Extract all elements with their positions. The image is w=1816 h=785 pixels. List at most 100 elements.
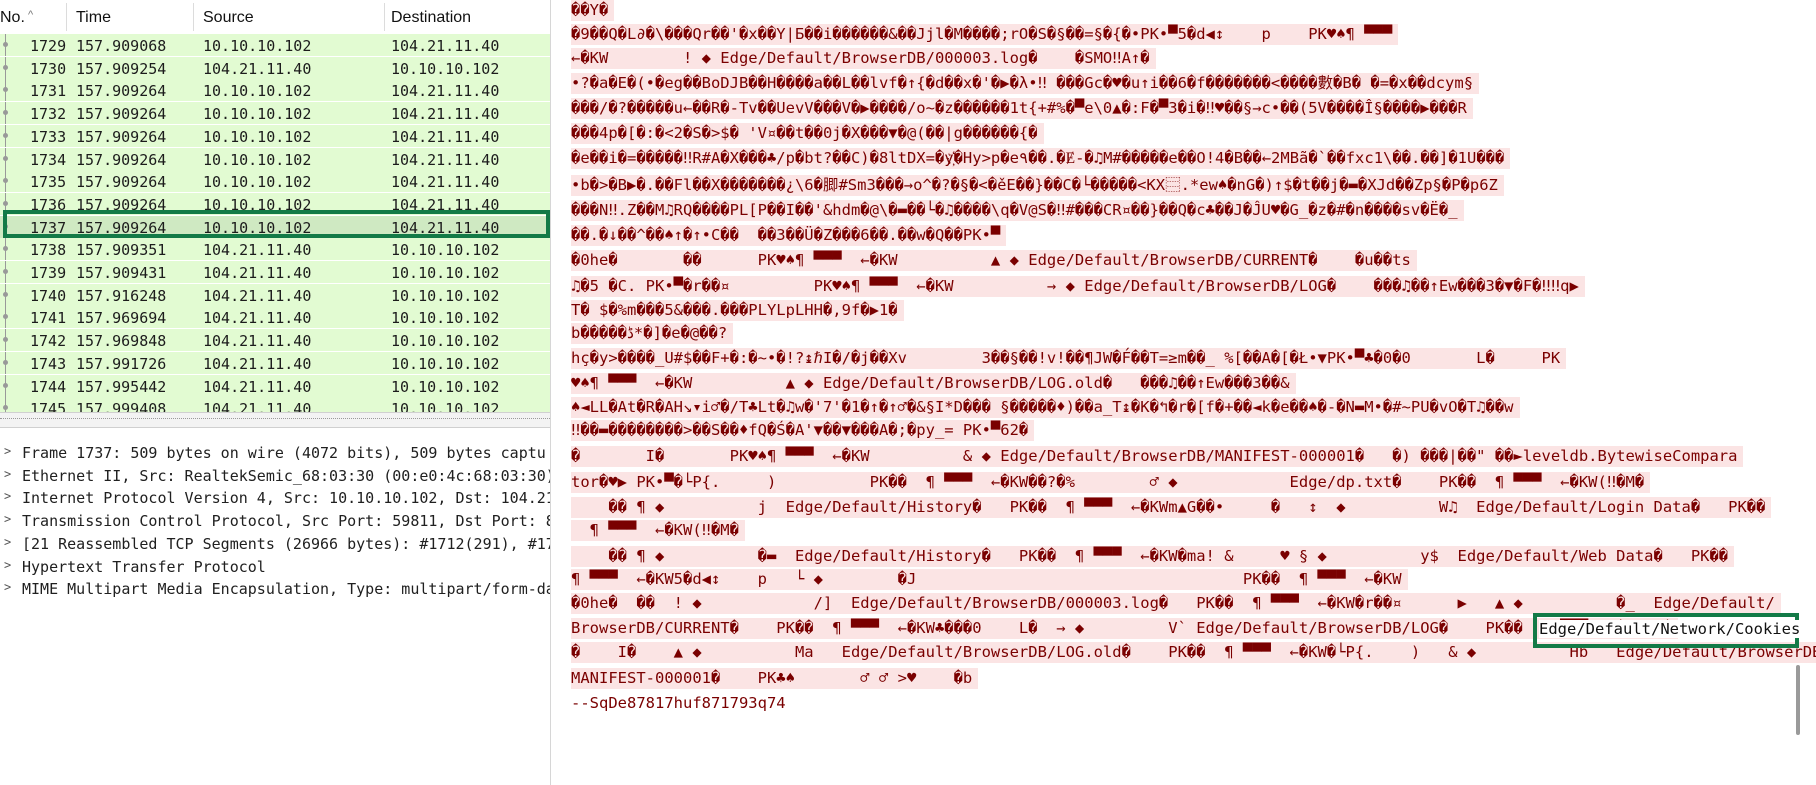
packet-details-tree[interactable]: >Frame 1737: 509 bytes on wire (4072 bit… (0, 438, 550, 783)
packet-cell-src: 10.10.10.102 (203, 82, 312, 101)
packet-cell-time: 157.909431 (76, 264, 167, 282)
packet-cell-src: 104.21.11.40 (203, 332, 312, 351)
packet-cell-time: 157.969694 (76, 309, 167, 328)
expand-arrow-icon[interactable]: > (4, 444, 12, 458)
packet-cell-src: 104.21.11.40 (203, 400, 312, 412)
packet-cell-dst: 104.21.11.40 (391, 37, 500, 55)
packet-cell-dst: 104.21.11.40 (391, 218, 500, 237)
bytes-line: •b�>�B▶�.��Fl��X�������¿\6�䐚#Sm3���→o^�?… (571, 175, 1504, 196)
packet-cell-time: 157.909264 (76, 218, 167, 237)
expand-arrow-icon[interactable]: > (4, 489, 12, 504)
packet-cell-time: 157.909264 (76, 105, 167, 124)
packet-cell-src: 10.10.10.102 (203, 37, 312, 55)
packet-cell-src: 10.10.10.102 (203, 150, 312, 169)
bytes-scrollbar-thumb[interactable] (1796, 665, 1800, 735)
column-header-time[interactable]: Time (76, 9, 111, 26)
packet-cell-no: 1734 (30, 150, 67, 169)
detail-row-label: Ethernet II, Src: RealtekSemic_68:03:30 … (22, 466, 550, 485)
bytes-line: ♥♠¶ ▀▀▀ ←�KW ▲ ◆ Edge/Default/BrowserDB/… (571, 373, 1296, 394)
packet-tree-line (2, 147, 10, 170)
packet-cell-no: 1736 (30, 195, 67, 214)
bytes-line: ���/�?�����u←��R�-Tv��UevV���V�▶����/o~�… (571, 98, 1473, 119)
bytes-line: BrowserDB/CURRENT� PK�� ¶ ▀▀▀ ←�KW♣���0 … (571, 618, 1679, 639)
packet-cell-src: 10.10.10.102 (203, 218, 312, 237)
packet-tree-line (2, 124, 10, 147)
detail-row-label: Internet Protocol Version 4, Src: 10.10.… (22, 489, 550, 508)
packet-cell-dst: 10.10.10.102 (391, 309, 500, 328)
expand-arrow-icon[interactable]: > (4, 580, 12, 595)
bytes-line: MANIFEST-000001� PK♣♠ ♂ ♂ >♥ �b (571, 668, 979, 689)
detail-row[interactable]: > Internet Protocol Version 4, Src: 10.10… (0, 487, 550, 509)
packet-cell-time: 157.909351 (76, 241, 167, 260)
detail-row[interactable]: >Transmission Control Protocol, Src Port… (0, 510, 550, 532)
packet-row[interactable]: 1741 157.969694 104.21.11.40 10.10.10.102 (0, 306, 550, 329)
expand-arrow-icon[interactable]: > (4, 534, 12, 549)
detail-row[interactable]: >Frame 1737: 509 bytes on wire (4072 bit… (0, 442, 550, 464)
bytes-line: ��.�↓��^��♠↑�↑•C�� ��3��Ü�Z���6��.��w�Q�… (571, 225, 1007, 246)
packet-tree-line (2, 283, 10, 306)
selected-packet-highlight (3, 210, 550, 238)
expand-arrow-icon[interactable]: > (4, 557, 12, 572)
bytes-line: T� $�%m���5&���.���PLYLpLHH�,9f�▶1� (571, 300, 904, 321)
packet-cell-dst: 104.21.11.40 (391, 105, 500, 124)
packet-bytes-pane[interactable]: ��Y��9��Q�L∂�\���Qr��'�x��Y|Б��i������&�… (551, 0, 1816, 785)
bytes-line: tor�♥▶ PK•▀�└P{. ) PK�� ¶ ▀▀▀ ←�KW��?�% … (571, 472, 1651, 493)
column-header-destination[interactable]: Destination (391, 9, 472, 26)
expand-arrow-icon[interactable]: > (4, 512, 12, 527)
column-divider (193, 3, 194, 31)
detail-row-label: MIME Multipart Media Encapsulation, Type… (22, 580, 550, 599)
detail-row[interactable]: >[21 Reassembled TCP Segments (26966 byt… (0, 533, 550, 555)
bytes-line: •?�a�E�(•�eg��BoDJB��H����a��L��lvf�↑{�d… (571, 73, 1480, 94)
bytes-line: --SqDe87817huf871793q74 (571, 694, 786, 712)
detail-row[interactable]: > MIME Multipart Media Encapsulation, Typ… (0, 578, 550, 600)
packet-cell-src: 104.21.11.40 (203, 59, 312, 78)
packet-cell-no: 1741 (30, 309, 67, 328)
column-header-no[interactable]: No. (0, 9, 25, 26)
packet-cell-src: 104.21.11.40 (203, 377, 312, 396)
packet-cell-no: 1738 (30, 241, 67, 260)
packet-cell-no: 1731 (30, 82, 67, 101)
bytes-line: �� ¶ ◆ �▬ Edge/Default/History� PK�� ¶ ▀… (571, 546, 1735, 567)
packet-cell-dst: 10.10.10.102 (391, 59, 500, 78)
packet-tree-line (2, 374, 10, 397)
bytes-line: �0he� �� PK♥♠¶ ▀▀▀ ←�KW ▲ ◆ Edge/Default… (571, 250, 1417, 271)
expand-arrow-icon[interactable]: > (4, 466, 12, 481)
packet-tree-line (2, 238, 10, 261)
detail-row[interactable]: >Hypertext Transfer Protocol (0, 556, 550, 578)
packet-cell-dst: 10.10.10.102 (391, 264, 500, 282)
bytes-line: ¶ ▀▀▀ ←�KW(‼�M� (571, 520, 745, 541)
column-header-source[interactable]: Source (203, 9, 254, 26)
packet-cell-src: 104.21.11.40 (203, 264, 312, 282)
packet-cell-time: 157.909264 (76, 127, 167, 146)
packet-cell-time: 157.909264 (76, 150, 167, 169)
packet-tree-line (2, 192, 10, 215)
pane-splitter[interactable] (0, 412, 550, 428)
column-divider (384, 3, 385, 31)
packet-cell-src: 104.21.11.40 (203, 309, 312, 328)
bytes-line: ��Y� (571, 0, 615, 21)
sort-arrow-icon: ^ (28, 9, 34, 21)
packet-cell-dst: 10.10.10.102 (391, 354, 500, 373)
packet-cell-no: 1733 (30, 127, 67, 146)
detail-row[interactable]: > Ethernet II, Src: RealtekSemic_68:03:30… (0, 465, 550, 487)
packet-cell-dst: 104.21.11.40 (391, 127, 500, 146)
packet-cell-time: 157.916248 (76, 286, 167, 305)
bytes-line: ���4p�[�:�<2�S�>$� 'V¤��t��0j�X���▼�@(��… (571, 123, 1044, 144)
